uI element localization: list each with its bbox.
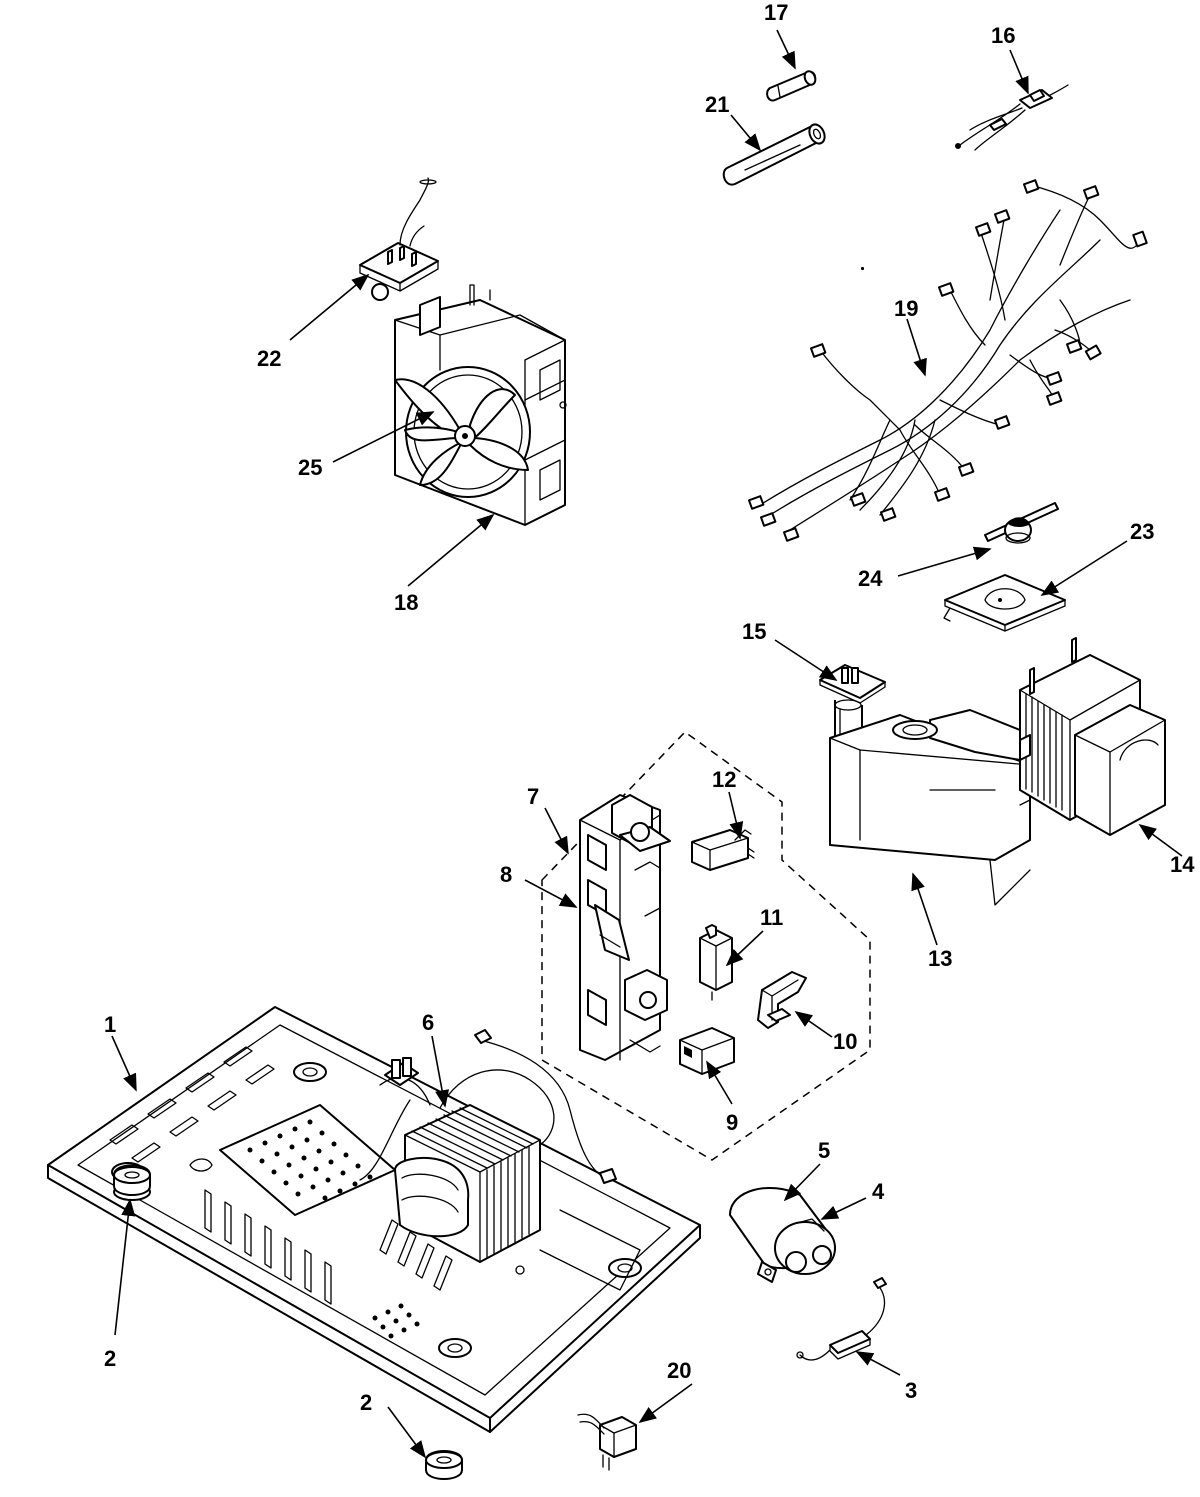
capacitor-assembly [729, 1186, 836, 1283]
foot-right [425, 1450, 463, 1480]
magnetron [1019, 637, 1166, 836]
label-part-14: 14 [1170, 852, 1195, 877]
noise-filter [577, 1413, 637, 1471]
fuse-holder [722, 123, 826, 186]
label-part-23: 23 [1130, 519, 1154, 544]
callout-leaders [111, 29, 1183, 1459]
label-part-21: 21 [705, 92, 729, 117]
cover-plate [943, 574, 1066, 632]
switch-middle [699, 924, 733, 1001]
label-part-2-right: 2 [360, 1390, 372, 1415]
wire-harness [759, 184, 1141, 531]
waveguide [829, 709, 1031, 906]
label-part-5: 5 [818, 1138, 830, 1163]
power-cord-plug [955, 84, 1069, 151]
transformer [359, 1029, 617, 1263]
label-part-17: 17 [764, 0, 788, 25]
latch-lever [757, 971, 807, 1029]
label-part-15: 15 [742, 619, 766, 644]
label-part-1: 1 [104, 1012, 116, 1037]
latch-group-outline [541, 731, 871, 1161]
label-part-18: 18 [394, 590, 418, 615]
label-part-13: 13 [928, 946, 952, 971]
label-part-11: 11 [760, 905, 783, 930]
label-part-6: 6 [422, 1010, 434, 1035]
label-part-22: 22 [257, 346, 281, 371]
label-part-24: 24 [858, 566, 883, 591]
thermostat [984, 502, 1059, 544]
label-part-20: 20 [667, 1358, 691, 1383]
label-part-3: 3 [905, 1378, 917, 1403]
label-part-9: 9 [726, 1110, 738, 1135]
switch-lower [679, 1027, 735, 1075]
foot-left [113, 1164, 151, 1201]
label-part-7: 7 [527, 784, 539, 809]
diode [796, 1277, 887, 1361]
label-part-8: 8 [500, 862, 512, 887]
fan-blade [394, 366, 531, 498]
label-part-19: 19 [894, 296, 918, 321]
callout-numbers: 1 2 2 3 4 5 6 7 8 9 10 11 12 13 14 15 16… [104, 0, 1195, 1415]
base-plate [47, 1006, 701, 1433]
label-part-25: 25 [298, 455, 322, 480]
label-part-12: 12 [712, 767, 736, 792]
fan-motor-bracket [359, 177, 439, 301]
label-part-2-left: 2 [104, 1346, 116, 1371]
label-part-4: 4 [872, 1179, 885, 1204]
fuse [766, 70, 817, 102]
label-part-10: 10 [833, 1029, 857, 1054]
label-part-16: 16 [991, 23, 1015, 48]
latch-board [579, 794, 671, 1061]
switch-upper [691, 829, 755, 871]
wire-harness-connectors [747, 179, 1148, 542]
